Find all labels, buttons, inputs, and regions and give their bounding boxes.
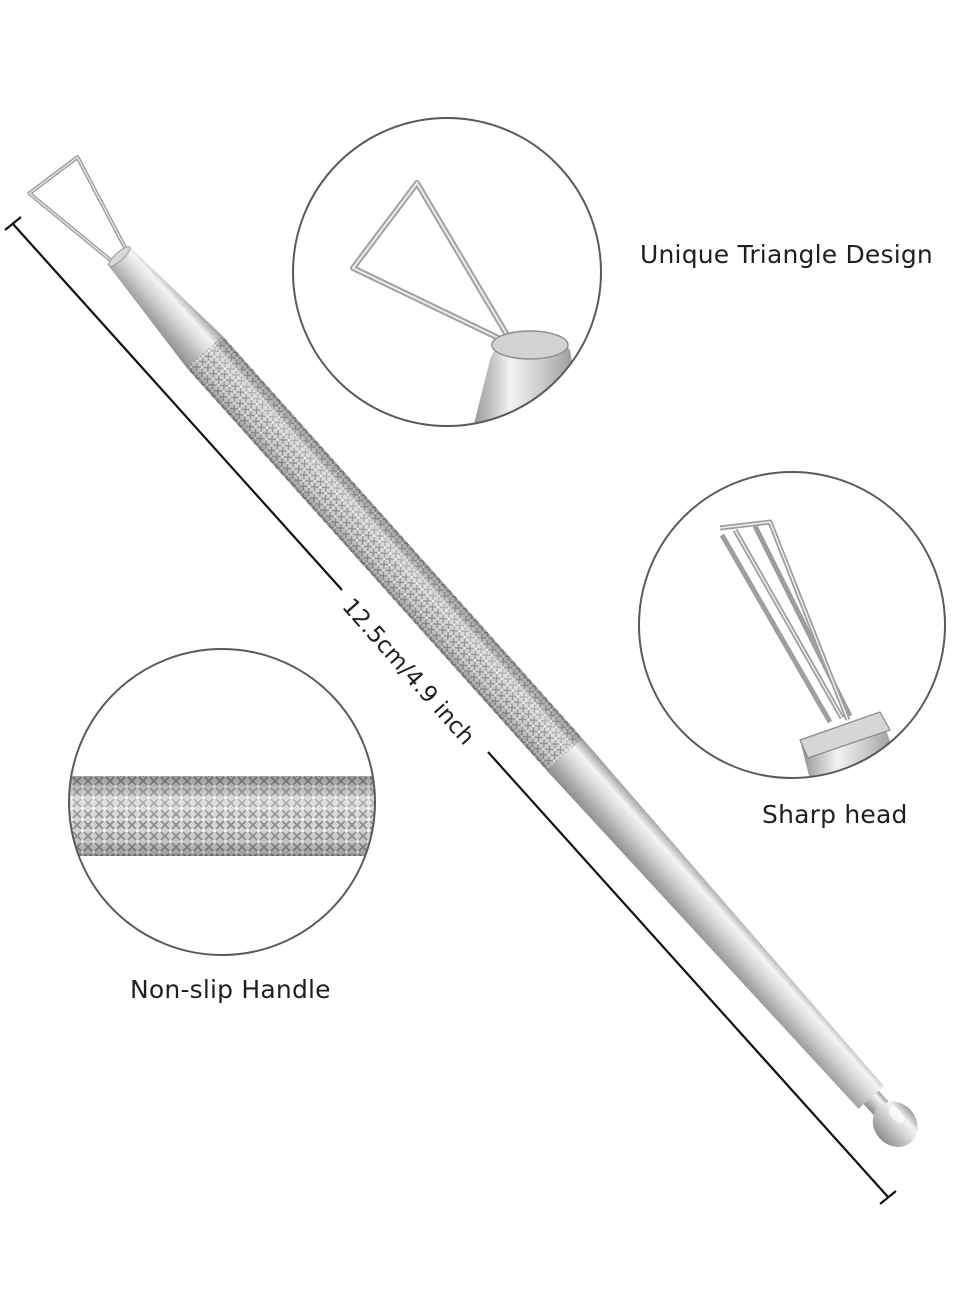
cuticle-tool: [27, 155, 918, 1147]
sharp-head-closeup: [638, 471, 946, 779]
handle-closeup: [68, 648, 376, 956]
non-slip-handle-label: Non-slip Handle: [130, 975, 331, 1004]
knurled-grip: [186, 335, 583, 771]
sharp-head-label: Sharp head: [762, 800, 908, 829]
triangle-closeup: [292, 117, 602, 427]
triangle-design-label: Unique Triangle Design: [640, 240, 933, 269]
dimension-line: [4, 216, 897, 1205]
